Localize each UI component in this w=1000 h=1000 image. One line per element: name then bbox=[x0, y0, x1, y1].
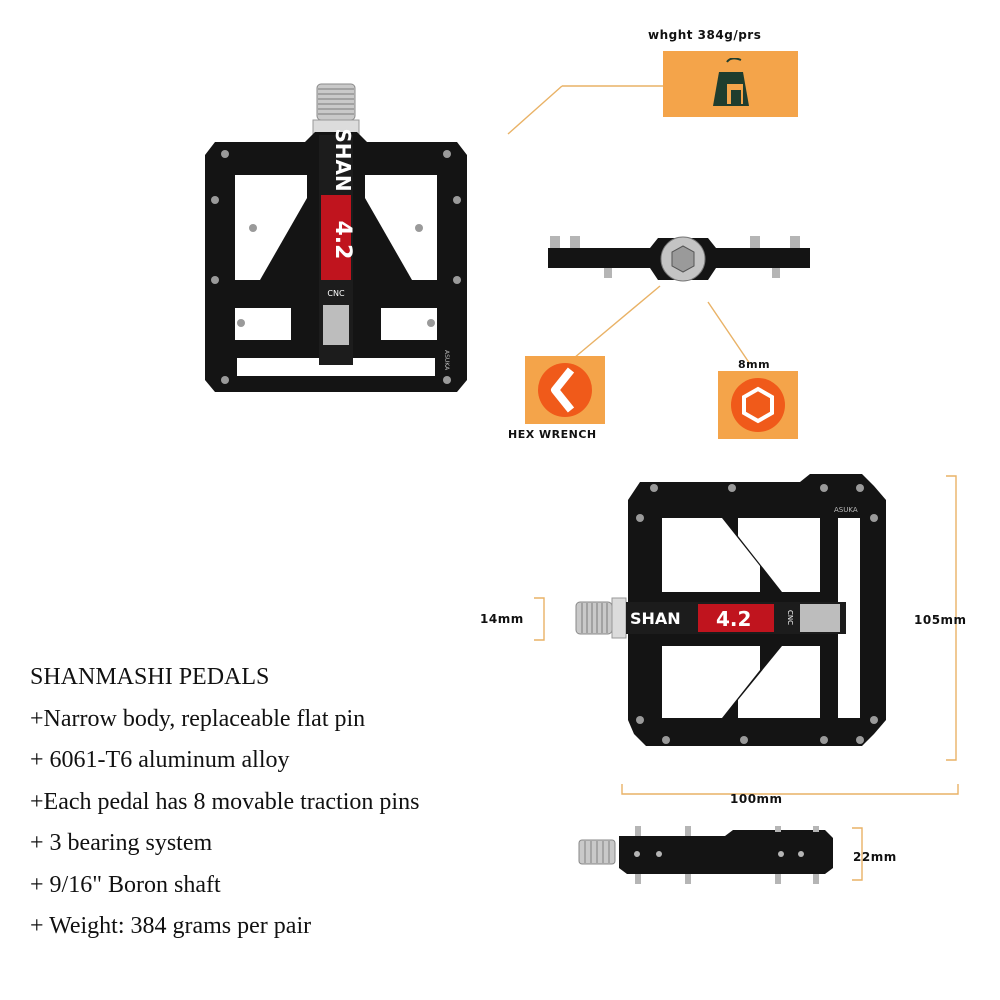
hex-nut-callout-box bbox=[718, 371, 798, 439]
feature-item: +Narrow body, replaceable flat pin bbox=[30, 705, 366, 732]
weight-leader-line bbox=[507, 85, 663, 135]
thickness-dimension-label: 22mm bbox=[853, 850, 897, 864]
dimension-lines bbox=[534, 475, 959, 795]
hex-wrench-label: HEX WRENCH bbox=[508, 428, 597, 441]
thickness-dimension-line bbox=[852, 827, 863, 881]
pedal-front-view-horizontal: SHAN 4.2 CNC ASUKA bbox=[575, 474, 886, 746]
feature-item: + 6061-T6 aluminum alloy bbox=[30, 747, 290, 773]
cnc-mark: CNC bbox=[327, 289, 345, 298]
cnc-mark-front: CNC bbox=[786, 610, 794, 625]
feature-item: +Each pedal has 8 movable traction pins bbox=[30, 788, 420, 815]
weight-tag-icon bbox=[712, 58, 749, 106]
hex-size-label: 8mm bbox=[738, 358, 771, 371]
axle-dimension-label: 14mm bbox=[480, 612, 524, 626]
features-list: SHANMASHI PEDALS +Narrow body, replaceab… bbox=[30, 657, 419, 948]
pedal-side-profile bbox=[578, 826, 833, 884]
hex-wrench-callout-box bbox=[525, 356, 605, 424]
brand-mark: SHAN bbox=[331, 128, 355, 191]
pedal-top-view-vertical: SHAN 4.2 CNC ASUKA bbox=[205, 83, 467, 392]
feature-item: + 3 bearing system bbox=[30, 830, 213, 856]
model-number-front: 4.2 bbox=[716, 607, 751, 631]
features-title: SHANMASHI PEDALS bbox=[30, 664, 270, 690]
hex-wrench-icon bbox=[538, 363, 592, 417]
weight-label: whght 384g/prs bbox=[648, 28, 762, 42]
maker-mark-front: ASUKA bbox=[834, 506, 858, 514]
pedal-side-view bbox=[548, 236, 810, 282]
maker-mark: ASUKA bbox=[443, 350, 450, 371]
feature-item: + 9/16" Boron shaft bbox=[30, 871, 221, 898]
model-number: 4.2 bbox=[330, 221, 355, 260]
weight-callout-box bbox=[663, 51, 798, 117]
hex-nut-icon bbox=[731, 378, 785, 432]
brand-mark-front: SHAN bbox=[630, 609, 681, 628]
width-dimension-label: 100mm bbox=[730, 792, 783, 806]
feature-item: + Weight: 384 grams per pair bbox=[30, 913, 312, 939]
tool-leader-lines bbox=[573, 285, 751, 365]
height-dimension-label: 105mm bbox=[914, 613, 967, 627]
